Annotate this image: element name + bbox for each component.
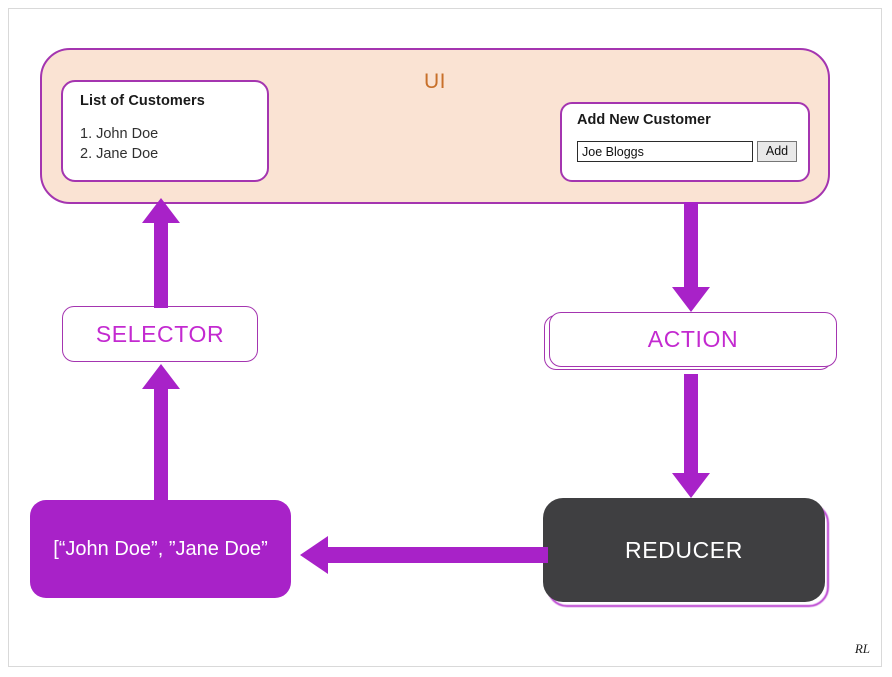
- add-customer-form: Add: [577, 141, 808, 162]
- selector-label: SELECTOR: [95, 320, 225, 347]
- author-signature: RL: [854, 641, 870, 656]
- reducer-node-box: REDUCER: [543, 498, 825, 602]
- list-of-customers-title: List of Customers: [80, 93, 205, 109]
- customer-list: 1. John Doe 2. Jane Doe: [80, 125, 267, 165]
- arrow-ui-to-action-icon: [672, 202, 710, 312]
- add-new-customer-title: Add New Customer: [577, 112, 711, 128]
- state-node[interactable]: [“John Doe”, ”Jane Doe”: [30, 500, 291, 598]
- action-node-box: ACTION: [549, 312, 837, 367]
- arrow-reducer-to-state-icon: [300, 536, 548, 574]
- reducer-node[interactable]: REDUCER: [543, 498, 833, 608]
- list-item: 2. Jane Doe: [80, 145, 159, 162]
- ui-container-label: UI: [424, 70, 446, 93]
- action-label: ACTION: [647, 326, 739, 352]
- selector-node[interactable]: SELECTOR: [62, 306, 258, 362]
- action-node[interactable]: ACTION: [544, 312, 840, 374]
- add-new-customer-panel: Add New Customer Add: [560, 102, 810, 182]
- arrow-state-to-selector-icon: [142, 364, 180, 502]
- reducer-label: REDUCER: [625, 536, 743, 563]
- list-item: 1. John Doe: [80, 126, 159, 142]
- arrow-selector-to-ui-icon: [142, 198, 180, 308]
- arrow-action-to-reducer-icon: [672, 374, 710, 498]
- customer-name-input[interactable]: [577, 141, 753, 162]
- add-customer-button[interactable]: Add: [757, 141, 797, 162]
- state-label: [“John Doe”, ”Jane Doe”: [53, 537, 268, 560]
- list-of-customers-panel: List of Customers 1. John Doe 2. Jane Do…: [61, 80, 269, 182]
